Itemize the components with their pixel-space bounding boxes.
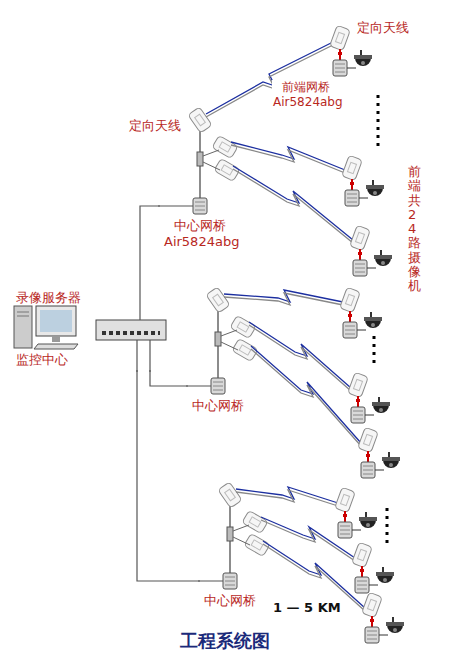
- node-text: 中心网桥: [192, 398, 244, 414]
- wire-connector: [137, 370, 200, 581]
- front-station: [340, 287, 382, 338]
- server-computer: [14, 306, 78, 349]
- center-antenna-group: [206, 287, 258, 394]
- front-station: [342, 155, 384, 206]
- antenna-label: 定向天线: [128, 118, 182, 134]
- front-station: [358, 427, 400, 478]
- ellipsis-dots: [374, 95, 387, 545]
- network-switch: [96, 320, 166, 340]
- front-station: [362, 592, 404, 643]
- front-station: [350, 225, 392, 276]
- front-station: [348, 372, 390, 423]
- node-text: 中心网桥 Air5824abg: [164, 218, 236, 250]
- front-station: [352, 542, 394, 593]
- distance-label: 1 — 5 KM: [272, 600, 342, 616]
- wire-connector: [140, 206, 160, 288]
- antenna-label: 定向天线: [356, 20, 410, 36]
- node-text: 中心网桥: [204, 593, 256, 609]
- front-station: [335, 487, 377, 538]
- center-antenna-group: [218, 482, 270, 589]
- node-text: 监控中心: [16, 352, 164, 368]
- center-bridge: 中心网桥: [200, 569, 260, 611]
- center-bridge: 中心网桥: [188, 374, 248, 416]
- camera-count-label: 前端共24路摄像机: [408, 165, 421, 294]
- center-antenna-group: [188, 107, 240, 214]
- wire-connector: [150, 370, 188, 386]
- node-text: 录像服务器: [16, 290, 164, 306]
- wire-stub: [137, 288, 150, 372]
- monitoring-center: 录像服务器监控中心: [10, 288, 170, 370]
- front-bridge-label: 前端网桥 Air5824abg: [272, 80, 340, 110]
- diagram-title: 工程系统图: [0, 630, 450, 652]
- center-bridge: 中心网桥 Air5824abg: [160, 194, 240, 252]
